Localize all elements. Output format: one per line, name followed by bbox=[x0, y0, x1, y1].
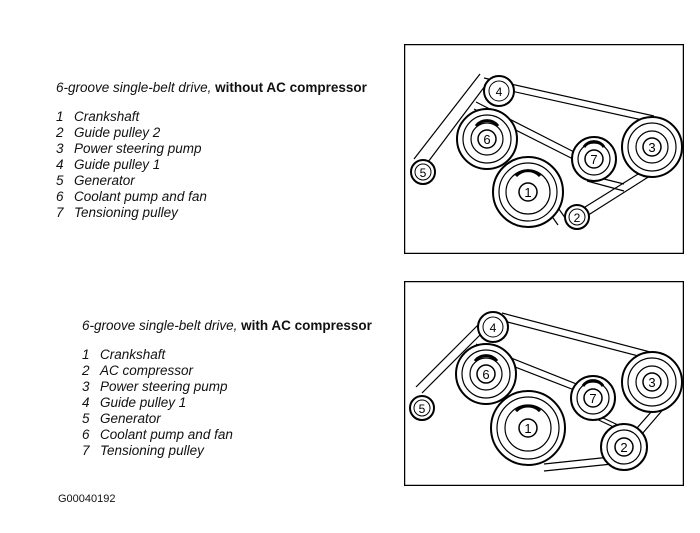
section-without-ac: 6-groove single-belt drive, without AC c… bbox=[56, 80, 367, 221]
legend-item: 5 Generator bbox=[82, 411, 372, 427]
legend-item: 6 Coolant pump and fan bbox=[56, 189, 367, 205]
pulley-legend: 1 Crankshaft 2 AC compressor 3 Power steeri… bbox=[82, 347, 372, 459]
pulley-ac-compressor: 2 bbox=[600, 423, 648, 471]
pulley-generator: 5 bbox=[409, 395, 435, 421]
legend-item: 1 Crankshaft bbox=[82, 347, 372, 363]
belt-diagram-without-ac: 1 2 3 4 5 6 7 bbox=[404, 44, 684, 254]
legend-item: 6 Coolant pump and fan bbox=[82, 427, 372, 443]
legend-number: 3 bbox=[56, 141, 64, 156]
pulley-coolant-pump: 6 bbox=[456, 108, 518, 170]
pulley-guide-1: 4 bbox=[477, 311, 509, 343]
legend-item: 5 Generator bbox=[56, 173, 367, 189]
legend-label: Generator bbox=[74, 173, 135, 188]
section-title: 6-groove single-belt drive, without AC c… bbox=[56, 80, 367, 95]
legend-label: Power steering pump bbox=[100, 379, 228, 394]
legend-label: Coolant pump and fan bbox=[74, 189, 207, 204]
pulley-coolant-pump: 6 bbox=[455, 343, 517, 405]
legend-label: Tensioning pulley bbox=[74, 205, 178, 220]
title-prefix: 6-groove single-belt drive, bbox=[56, 80, 216, 95]
legend-item: 1 Crankshaft bbox=[56, 109, 367, 125]
pulley-guide-1: 4 bbox=[483, 75, 515, 107]
legend-number: 1 bbox=[82, 347, 90, 362]
title-emphasis: without AC compressor bbox=[215, 80, 367, 95]
legend-number: 7 bbox=[82, 443, 90, 458]
legend-number: 6 bbox=[56, 189, 64, 204]
legend-number: 1 bbox=[56, 109, 64, 124]
legend-number: 5 bbox=[82, 411, 90, 426]
legend-label: Generator bbox=[100, 411, 161, 426]
title-prefix: 6-groove single-belt drive, bbox=[82, 318, 242, 333]
title-emphasis: with AC compressor bbox=[241, 318, 372, 333]
pulley-crankshaft: 1 bbox=[490, 390, 566, 466]
legend-number: 4 bbox=[82, 395, 90, 410]
legend-label: Tensioning pulley bbox=[100, 443, 204, 458]
legend-item: 7 Tensioning pulley bbox=[56, 205, 367, 221]
legend-number: 6 bbox=[82, 427, 90, 442]
pulley-label: 5 bbox=[419, 402, 426, 416]
pulley-generator: 5 bbox=[410, 159, 436, 185]
legend-item: 2 AC compressor bbox=[82, 363, 372, 379]
legend-number: 2 bbox=[82, 363, 90, 378]
legend-number: 7 bbox=[56, 205, 64, 220]
pulley-label: 3 bbox=[648, 140, 655, 155]
pulley-tensioning: 7 bbox=[570, 375, 616, 421]
pulley-label: 7 bbox=[590, 152, 597, 167]
pulley-label: 3 bbox=[648, 375, 655, 390]
legend-item: 2 Guide pulley 2 bbox=[56, 125, 367, 141]
pulley-label: 1 bbox=[524, 421, 531, 436]
legend-label: Crankshaft bbox=[74, 109, 140, 124]
legend-label: Power steering pump bbox=[74, 141, 202, 156]
pulley-guide-2: 2 bbox=[564, 204, 590, 230]
pulley-label: 2 bbox=[574, 211, 581, 225]
legend-item: 3 Power steering pump bbox=[56, 141, 367, 157]
pulley-label: 1 bbox=[524, 185, 531, 200]
pulley-label: 6 bbox=[482, 367, 489, 382]
pulley-label: 4 bbox=[496, 85, 503, 99]
section-title: 6-groove single-belt drive, with AC comp… bbox=[82, 318, 372, 333]
pulley-label: 6 bbox=[483, 132, 490, 147]
pulley-crankshaft: 1 bbox=[492, 156, 564, 228]
legend-label: Guide pulley 2 bbox=[74, 125, 161, 140]
section-with-ac: 6-groove single-belt drive, with AC comp… bbox=[82, 318, 372, 459]
pulley-legend: 1 Crankshaft 2 Guide pulley 2 3 Power steer… bbox=[56, 109, 367, 221]
reference-code: G00040192 bbox=[58, 493, 116, 505]
pulley-power-steering: 3 bbox=[621, 116, 683, 178]
legend-number: 3 bbox=[82, 379, 90, 394]
legend-item: 3 Power steering pump bbox=[82, 379, 372, 395]
pulley-label: 2 bbox=[620, 440, 627, 455]
legend-label: Guide pulley 1 bbox=[74, 157, 161, 172]
legend-item: 4 Guide pulley 1 bbox=[56, 157, 367, 173]
legend-label: Guide pulley 1 bbox=[100, 395, 187, 410]
legend-item: 4 Guide pulley 1 bbox=[82, 395, 372, 411]
pulley-label: 4 bbox=[490, 321, 497, 335]
legend-item: 7 Tensioning pulley bbox=[82, 443, 372, 459]
pulley-power-steering: 3 bbox=[621, 351, 683, 413]
legend-number: 4 bbox=[56, 157, 64, 172]
belt-diagram-with-ac: 1 2 3 4 5 6 7 bbox=[404, 281, 684, 486]
pulley-label: 5 bbox=[420, 166, 427, 180]
pulley-label: 7 bbox=[589, 391, 596, 406]
legend-label: Crankshaft bbox=[100, 347, 166, 362]
pulley-tensioning: 7 bbox=[571, 136, 617, 182]
legend-number: 5 bbox=[56, 173, 64, 188]
legend-label: AC compressor bbox=[100, 363, 194, 378]
legend-number: 2 bbox=[56, 125, 64, 140]
legend-label: Coolant pump and fan bbox=[100, 427, 233, 442]
